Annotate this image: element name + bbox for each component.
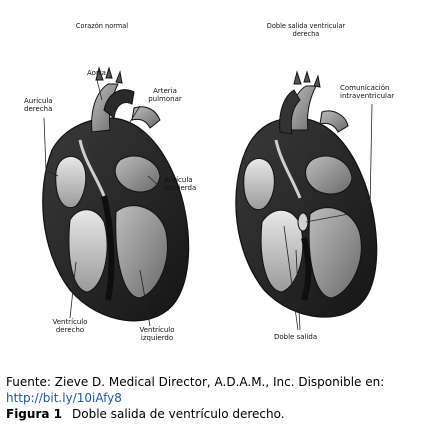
label-auricula-izquierda: Aurícula izquierda <box>164 176 197 192</box>
label-doble-salida: Doble salida <box>274 333 318 341</box>
dorv-heart-leaders <box>283 103 373 331</box>
caption-link[interactable]: http://bit.ly/10iAfy8 <box>6 391 122 405</box>
normal-heart-leaders <box>43 79 171 327</box>
caption-source: Fuente: Zieve D. Medical Director, A.D.A… <box>6 375 385 389</box>
label-aorta: Aorta <box>87 69 106 77</box>
label-comunicacion-intraventricular: Comunicación intraventricular <box>340 84 395 100</box>
label-ventriculo-derecho: Ventrículo derecho <box>52 318 88 334</box>
figure-text: Doble salida de ventrículo derecho. <box>72 407 285 421</box>
dorv-heart-title: Doble salida ventricular derecha <box>266 22 346 38</box>
normal-heart-drawing <box>42 66 190 322</box>
dorv-heart-drawing <box>235 70 378 318</box>
label-auricula-derecha: Aurícula derecha <box>24 97 53 113</box>
figure-caption: Fuente: Zieve D. Medical Director, A.D.A… <box>6 374 426 422</box>
label-arteria-pulmonar: Arteria pulmonar <box>148 87 182 103</box>
figure-number: Figura 1 <box>6 407 62 421</box>
label-ventriculo-izquierdo: Ventrículo izquierdo <box>139 326 175 342</box>
heart-illustrations <box>42 66 378 331</box>
normal-heart-title: Corazón normal <box>75 22 129 30</box>
heart-figure: Corazón normal Aorta Arteria pulmonar Au… <box>24 22 395 342</box>
caption-figure-line: Figura 1 Doble salida de ventrículo derec… <box>6 406 426 422</box>
